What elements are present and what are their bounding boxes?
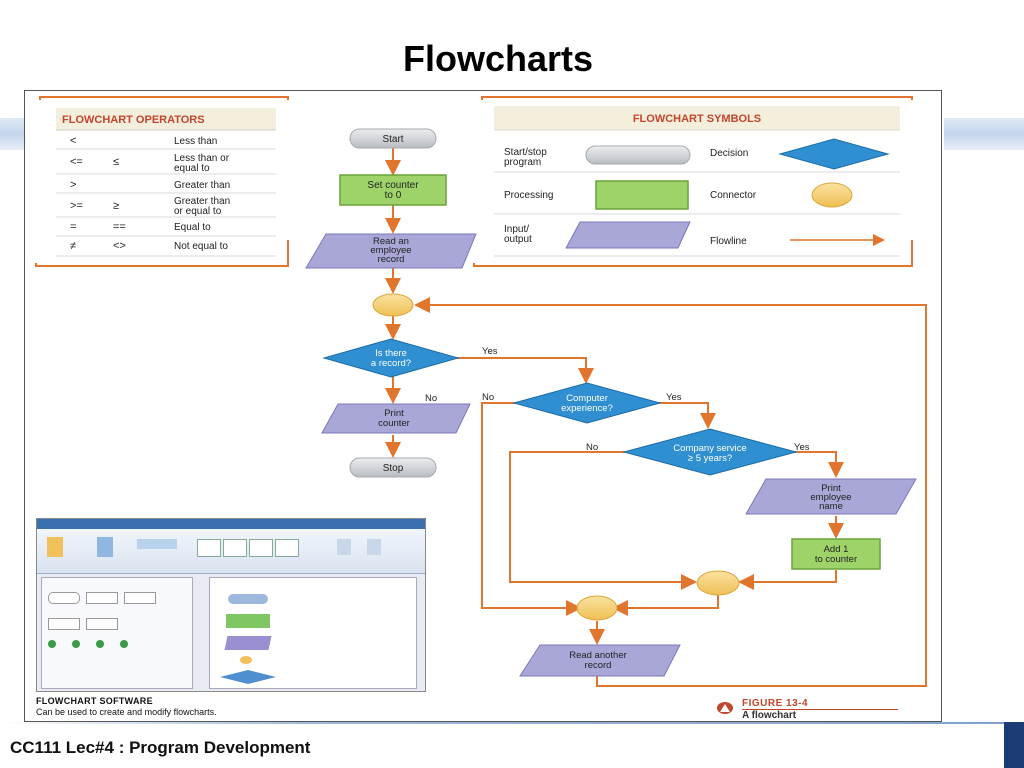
- operator-symbol: ≠: [70, 240, 76, 252]
- company-service-label: Company service: [673, 443, 746, 454]
- operator-symbol: =: [70, 221, 76, 233]
- start-terminal: [349, 128, 437, 149]
- process-symbol-sample: [595, 180, 689, 210]
- operator-symbol: <: [70, 135, 76, 147]
- symbols-table-header-bg: [494, 106, 900, 130]
- symbol-label-connector: Connector: [710, 190, 757, 201]
- print-name-label: name: [819, 501, 843, 512]
- software-caption-body: Can be used to create and modify flowcha…: [36, 707, 217, 717]
- publisher-logo-icon: [717, 702, 733, 714]
- operator-alt-symbol: ==: [113, 221, 126, 233]
- symbol-label-flowline: Flowline: [710, 236, 747, 247]
- operator-meaning: Greater than: [174, 180, 230, 191]
- symbol-label-start-stop: Start/stop: [504, 147, 547, 158]
- is-record-yes-label: Yes: [482, 346, 498, 357]
- print-counter-label: Print: [384, 408, 404, 419]
- decorative-band-left: [0, 118, 26, 150]
- operators-table-header-bg: [56, 108, 276, 130]
- read-record-io: [305, 233, 477, 269]
- operator-symbol: >=: [70, 200, 83, 212]
- read-another-label: record: [585, 660, 612, 671]
- company-service-label: ≥ 5 years?: [688, 453, 732, 464]
- add-one-process: [791, 538, 881, 570]
- company-service-yes-label: Yes: [794, 442, 810, 453]
- decorative-band-right: [944, 118, 1024, 150]
- read-record-label: employee: [370, 245, 411, 256]
- set-counter-process: [339, 174, 447, 206]
- connector-right: [696, 570, 740, 596]
- is-record-label: Is there: [375, 348, 407, 359]
- set-counter-label: Set counter: [367, 180, 419, 191]
- software-ribbon: [37, 529, 425, 574]
- software-shapes-panel: [41, 577, 193, 689]
- operator-meaning: Not equal to: [174, 241, 228, 252]
- symbols-table: FLOWCHART SYMBOLS Start/stop program Dec…: [473, 96, 913, 267]
- symbol-label-input-output: Input/: [504, 224, 529, 235]
- print-counter-io: [321, 403, 471, 434]
- computer-experience-label: experience?: [561, 403, 613, 414]
- symbol-label-decision: Decision: [710, 148, 748, 159]
- footer-divider: [0, 722, 1024, 724]
- operators-table-header: FLOWCHART OPERATORS: [62, 114, 205, 126]
- operator-meaning: Equal to: [174, 222, 211, 233]
- operator-meaning: Greater than: [174, 196, 230, 207]
- operator-meaning: equal to: [174, 163, 210, 174]
- symbol-label-input-output: output: [504, 234, 532, 245]
- operator-alt-symbol: ≥: [113, 200, 119, 212]
- figure-rule: [742, 709, 898, 710]
- slide-title: Flowcharts: [402, 38, 594, 79]
- is-record-decision: [322, 338, 460, 378]
- flowchart-lines: [385, 148, 927, 687]
- read-record-label: record: [378, 254, 405, 265]
- start-label: Start: [382, 134, 403, 145]
- company-service-no-label: No: [586, 442, 598, 453]
- symbol-label-processing: Processing: [504, 190, 553, 201]
- flowchart-nodes: Start Set counter to 0 Read an employee …: [305, 128, 917, 677]
- operator-symbol: <=: [70, 156, 83, 168]
- is-record-no-label: No: [425, 393, 437, 404]
- io-symbol-sample: [565, 221, 691, 249]
- terminal-symbol-sample: [585, 145, 691, 165]
- add-one-label: to counter: [815, 554, 857, 565]
- operator-alt-symbol: <>: [113, 240, 126, 252]
- computer-experience-label: Computer: [566, 393, 608, 404]
- stop-label: Stop: [383, 463, 404, 474]
- operator-meaning: Less than or: [174, 153, 230, 164]
- software-canvas: [209, 577, 417, 689]
- software-caption-heading: FLOWCHART SOFTWARE: [36, 696, 153, 706]
- computer-experience-yes-label: Yes: [666, 392, 682, 403]
- decision-symbol-sample: [778, 138, 890, 170]
- footer-accent-block: [1004, 722, 1024, 768]
- company-service-decision: [622, 428, 798, 476]
- read-another-label: Read another: [569, 650, 627, 661]
- connector-symbol-sample: [811, 182, 853, 208]
- operator-meaning: or equal to: [174, 206, 222, 217]
- print-name-label: employee: [810, 492, 851, 503]
- print-name-io: [745, 478, 917, 515]
- operator-symbol: >: [70, 179, 76, 191]
- connector-top: [372, 293, 414, 317]
- software-title-bar: [37, 519, 425, 529]
- symbols-table-header: FLOWCHART SYMBOLS: [633, 113, 761, 125]
- is-record-label: a record?: [371, 358, 411, 369]
- operator-meaning: Less than: [174, 136, 217, 147]
- add-one-label: Add 1: [824, 544, 849, 555]
- computer-experience-no-label: No: [482, 392, 494, 403]
- connector-bottom: [576, 595, 618, 621]
- stop-terminal: [349, 457, 437, 478]
- flowchart-software-screenshot: [36, 518, 426, 692]
- read-record-label: Read an: [373, 236, 409, 247]
- print-name-label: Print: [821, 483, 841, 494]
- computer-experience-decision: [512, 382, 662, 424]
- read-another-io: [519, 644, 681, 677]
- operator-alt-symbol: ≤: [113, 156, 119, 168]
- slide-footer: CC111 Lec#4 : Program Development: [10, 738, 311, 757]
- figure-label: FIGURE 13-4: [742, 698, 809, 709]
- set-counter-label: to 0: [385, 190, 402, 201]
- print-counter-label: counter: [378, 418, 410, 429]
- figure-caption: A flowchart: [742, 710, 797, 721]
- operators-table: FLOWCHART OPERATORS < Less than <= ≤ Les…: [35, 96, 289, 267]
- symbol-label-start-stop: program: [504, 157, 541, 168]
